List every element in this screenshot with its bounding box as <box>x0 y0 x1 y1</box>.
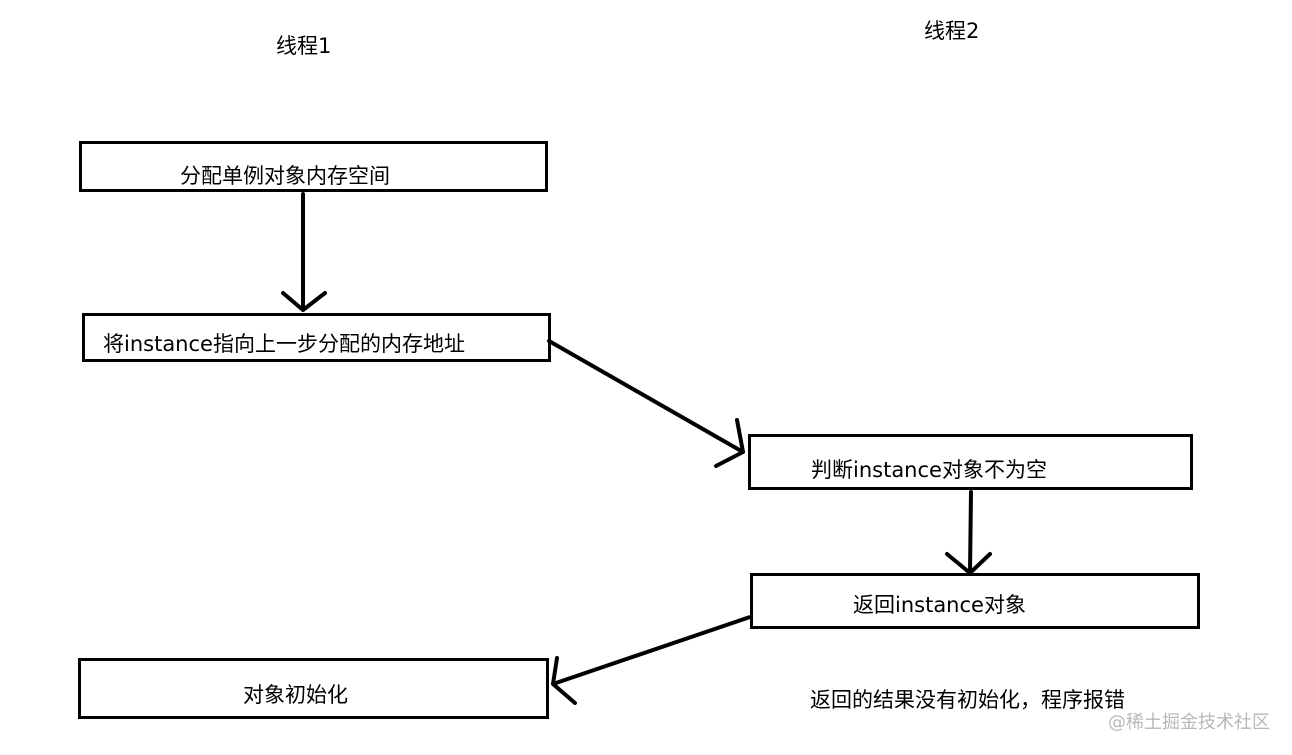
step-assign-pointer-text: 将instance指向上一步分配的内存地址 <box>103 332 465 356</box>
thread2-label: 线程2 <box>924 19 980 43</box>
step-initialize-box: 对象初始化 <box>78 658 549 719</box>
watermark: @稀土掘金技术社区 <box>1108 712 1270 733</box>
arrow-assign-to-check <box>547 339 745 468</box>
arrow-return-to-initialize <box>551 615 752 705</box>
step-return-instance-text: 返回instance对象 <box>853 593 1026 617</box>
step-assign-pointer-box: 将instance指向上一步分配的内存地址 <box>82 313 551 362</box>
step-return-instance-box: 返回instance对象 <box>750 573 1200 629</box>
step-allocate-text: 分配单例对象内存空间 <box>180 164 390 188</box>
arrow-allocate-to-assign <box>281 192 327 312</box>
arrow-check-to-return <box>945 490 992 575</box>
error-note: 返回的结果没有初始化，程序报错 <box>810 688 1125 712</box>
step-allocate-box: 分配单例对象内存空间 <box>79 141 548 192</box>
thread1-label: 线程1 <box>276 34 332 58</box>
step-check-not-null-box: 判断instance对象不为空 <box>748 434 1193 490</box>
step-check-not-null-text: 判断instance对象不为空 <box>811 458 1047 482</box>
step-initialize-text: 对象初始化 <box>243 683 348 707</box>
